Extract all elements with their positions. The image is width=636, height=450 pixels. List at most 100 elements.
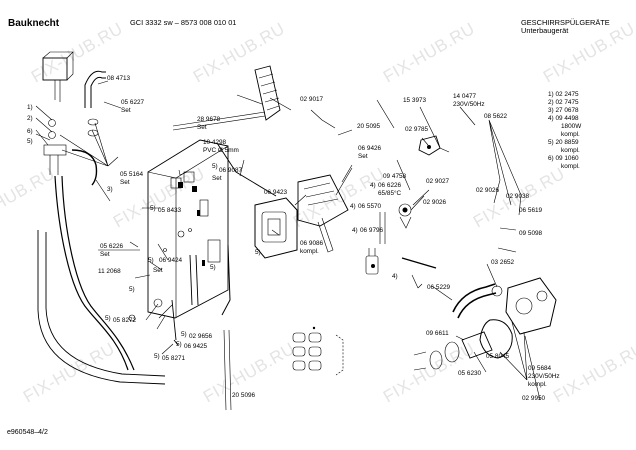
seal-ring — [429, 350, 443, 370]
legend-027475: 2) 02 7475 — [548, 99, 579, 106]
part-095684: 09 5684 — [528, 365, 552, 372]
note-5: 5) — [176, 341, 182, 348]
part-058272: 05 8272 — [113, 317, 137, 324]
clamp — [87, 118, 99, 126]
sensor — [365, 255, 379, 275]
part-104298-spec: PVC Ø 5mm — [203, 147, 239, 154]
pump-connector — [54, 80, 61, 102]
document-id: e960548–4/2 — [7, 429, 48, 436]
screw — [171, 299, 179, 346]
appliance-subcategory: Unterbaugerät — [521, 26, 569, 35]
note-1: 1) — [27, 104, 33, 111]
hose — [54, 175, 129, 371]
heating-rod — [223, 329, 232, 411]
note-2: 2) — [27, 115, 33, 122]
switch-face — [261, 211, 287, 243]
pump-motor-ring — [479, 319, 513, 359]
base-rail-inner — [45, 232, 166, 377]
part-029038: 02 9038 — [506, 193, 530, 200]
base-rail — [37, 230, 166, 385]
note-4: 4) — [392, 273, 398, 280]
panel-hole — [177, 230, 185, 238]
part-055164-set: Set — [120, 179, 130, 186]
brand-name: Bauknecht — [8, 18, 60, 29]
note-5: 5) — [181, 331, 187, 338]
part-069087-set: Set — [212, 175, 222, 182]
note-5: 5) — [210, 264, 216, 271]
part-056230: 05 6230 — [458, 370, 482, 377]
part-069087: 06 9087 — [219, 167, 243, 174]
pump-box-top — [42, 51, 74, 81]
wire — [189, 254, 199, 306]
cable — [221, 244, 231, 316]
part-056227-set: Set — [121, 107, 131, 114]
part-205095: 20 5095 — [357, 123, 381, 130]
note-3: 3) — [107, 186, 113, 193]
rack-rail — [172, 111, 266, 131]
note-4: 4) — [352, 227, 358, 234]
part-104298: 10 4298 — [203, 139, 227, 146]
legend-091060: 6) 09 1060 — [548, 155, 579, 162]
pump-housing — [505, 277, 557, 335]
part-095098: 09 5098 — [519, 230, 543, 237]
note-5: 5) — [212, 163, 218, 170]
part-096611: 09 6611 — [426, 330, 449, 337]
part-056227: 05 6227 — [121, 99, 145, 106]
switch-block — [254, 197, 298, 259]
legend-270678: 3) 27 0678 — [548, 107, 579, 114]
part-153973: 15 3973 — [403, 97, 427, 104]
model-number: GCI 3332 sw – 8573 008 010 01 — [130, 18, 237, 27]
note-5: 5) — [154, 353, 160, 360]
valve-pipe — [49, 155, 59, 175]
part-029950: 02 9950 — [522, 395, 546, 402]
legend-094498: 4) 09 4498 — [548, 115, 579, 122]
note-6: 6) — [27, 128, 33, 135]
part-029027: 02 9027 — [426, 178, 450, 185]
seal-ring — [444, 341, 460, 363]
legend-022475: 1) 02 2475 — [548, 91, 579, 98]
part-029026b: 02 9026 — [476, 187, 500, 194]
part-032652: 03 2652 — [491, 259, 515, 266]
part-069086-kompl: kompl. — [300, 248, 319, 255]
float-switch — [418, 135, 441, 156]
part-058045: 05 8045 — [486, 353, 510, 360]
part-029017: 02 9017 — [300, 96, 324, 103]
connector — [317, 217, 334, 253]
note-4: 4) — [350, 203, 356, 210]
part-095684-kompl: kompl. — [528, 381, 547, 388]
part-069086: 06 9086 — [300, 240, 324, 247]
grommet — [491, 285, 503, 297]
panel-hole — [163, 248, 167, 252]
heater-wire — [379, 212, 386, 244]
valve-part — [48, 131, 56, 139]
part-056226-set: Set — [100, 251, 110, 258]
part-065229: 06 5229 — [427, 284, 451, 291]
pump-box — [42, 57, 68, 81]
note-5: 5) — [148, 257, 154, 264]
part-029656: 02 9656 — [189, 333, 213, 340]
hose-coil — [71, 149, 98, 186]
nut — [153, 298, 163, 308]
part-069423: 06 9423 — [264, 189, 288, 196]
clip-group — [292, 332, 322, 371]
part-112068: 11 2068 — [98, 268, 121, 275]
panel-hole — [188, 228, 192, 232]
relay — [199, 199, 209, 217]
panel-window — [183, 171, 195, 183]
part-069426: 06 9426 — [358, 145, 382, 152]
part-084713: 08 4713 — [107, 75, 131, 82]
part-069426-set: Set — [358, 153, 368, 160]
u-bend — [84, 70, 106, 108]
pump-outlet — [461, 331, 493, 359]
part-095684-voltage: 230V/50Hz — [528, 373, 560, 380]
housing-panel — [147, 139, 229, 319]
legend-091060-kompl: kompl. — [561, 163, 580, 170]
part-140477: 14 0477 — [453, 93, 477, 100]
part-085622: 08 5622 — [484, 113, 508, 120]
note-5: 5) — [255, 249, 261, 256]
note-5: 5) — [27, 138, 33, 145]
part-289678-set: Set — [197, 124, 207, 131]
control-module — [297, 174, 349, 227]
part-289678: 28 9678 — [197, 116, 221, 123]
hose-bend — [452, 283, 497, 319]
